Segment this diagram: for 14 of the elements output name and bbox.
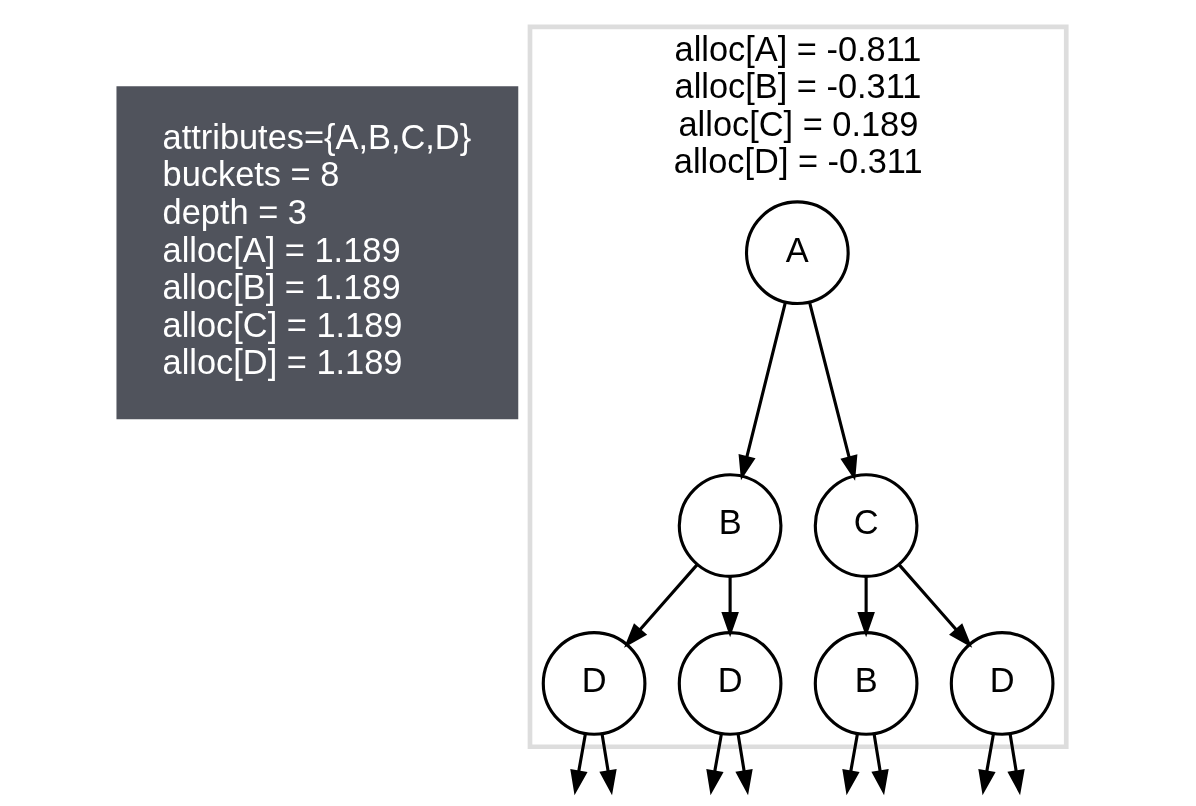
node-circle: D [949,631,1055,736]
arrow [624,563,699,648]
node-circle: C [813,473,919,578]
node-circle: B [813,631,919,736]
node-circle: D [677,631,783,736]
node-box: attributes={A,B,C,D} buckets = 8 depth = 3 alloc[A] = 1.189 alloc[B] = 1.189 alloc[C] = 1.189 alloc[D] = 1.189 [116,86,519,420]
arrow [808,302,858,481]
node-circle: B [677,473,783,578]
arrow [738,302,787,481]
arrow [897,563,973,648]
arrow [721,576,739,638]
node-circle: D [541,631,647,736]
node-circle: A [744,200,850,306]
arrow [857,576,875,638]
